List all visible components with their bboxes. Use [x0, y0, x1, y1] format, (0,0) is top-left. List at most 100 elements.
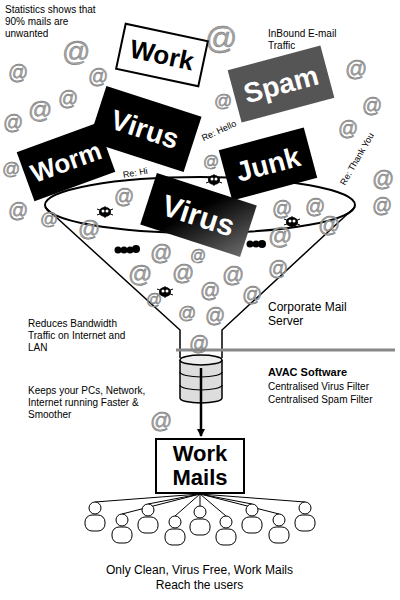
user-body: [269, 527, 289, 543]
caterpillar-head: [258, 240, 266, 248]
user-head: [116, 514, 128, 526]
at-symbol: @: [189, 333, 209, 353]
user-body: [85, 515, 105, 531]
at-symbol: @: [222, 264, 244, 286]
bug-body: [208, 175, 220, 185]
user-body: [216, 529, 236, 545]
at-symbol: @: [78, 218, 100, 240]
at-symbol: @: [128, 262, 152, 286]
caterpillar-segment: [115, 247, 122, 254]
note-text: Statistics shows that 90% mails are unwa…: [5, 4, 99, 40]
caption: Only Clean, Virus Free, Work Mails Reach…: [97, 563, 302, 593]
at-symbol: @: [214, 92, 232, 110]
mailbox: Work Mails: [155, 438, 245, 494]
at-symbol: @: [114, 186, 134, 206]
at-symbol: @: [268, 224, 292, 248]
mail-tag: Junk: [219, 127, 317, 200]
user-head: [273, 514, 285, 526]
at-symbol: @: [178, 304, 196, 322]
user-head: [169, 516, 181, 528]
user-body: [295, 515, 315, 531]
box-text: Spam: [240, 59, 322, 109]
at-symbol: @: [338, 118, 358, 138]
caterpillar-icon: [115, 245, 141, 254]
user-body: [242, 517, 262, 533]
bug-icon: [206, 174, 222, 186]
subject-line: Re: Hello: [200, 118, 238, 144]
at-symbol: @: [372, 195, 392, 215]
at-symbol: @: [205, 22, 237, 54]
bug-body: [99, 207, 111, 217]
at-symbol: @: [172, 262, 194, 284]
filter-label: Centralised Spam Filter: [268, 394, 372, 406]
bug-eye: [293, 220, 296, 223]
at-symbol: @: [242, 284, 262, 304]
user-body: [190, 519, 210, 535]
bug-legs: [206, 174, 222, 186]
bug-icon: [97, 206, 113, 218]
mail-tag: Worm: [17, 123, 116, 201]
server-label: Corporate Mail Server: [268, 300, 368, 328]
bug-legs: [97, 206, 113, 218]
at-symbol: @: [58, 88, 78, 108]
subject-line: Re: Hi: [122, 166, 149, 181]
at-symbol: @: [362, 95, 382, 115]
at-symbol: @: [28, 98, 52, 122]
box-text: Junk: [232, 141, 303, 188]
at-symbol: @: [272, 198, 292, 218]
at-symbol: @: [2, 160, 20, 178]
at-symbol: @: [200, 280, 220, 300]
user-head: [220, 516, 232, 528]
mail-tag: Work: [115, 23, 209, 88]
caterpillar-icon: [247, 240, 267, 248]
bug-eye: [106, 210, 109, 213]
at-symbol: @: [62, 38, 90, 66]
note-text: Reduces Bandwidth Traffic on Internet an…: [28, 318, 136, 354]
user-head: [299, 502, 311, 514]
box-text: Work: [127, 34, 196, 76]
filter-top: [180, 355, 222, 365]
bug-eye: [211, 178, 214, 181]
flow-arrow: [200, 368, 203, 436]
subject-line: Re: Thank You: [338, 131, 377, 188]
at-symbol: @: [345, 58, 367, 80]
at-symbol: @: [268, 258, 288, 278]
at-symbol: @: [146, 292, 162, 308]
at-symbol: @: [8, 62, 28, 82]
box-text: Worm: [27, 136, 106, 188]
user-head: [194, 506, 206, 518]
mail-tag: Spam: [228, 45, 335, 122]
user-body: [138, 517, 158, 533]
at-symbol: @: [305, 196, 325, 216]
box-text: Work Mails: [157, 442, 243, 490]
box-text: Virus: [157, 188, 238, 242]
user-head: [89, 502, 101, 514]
note-text: Keeps your PCs, Network, Internet runnin…: [28, 385, 148, 421]
at-symbol: @: [205, 305, 225, 325]
filter-label: Centralised Virus Filter: [268, 381, 369, 393]
at-symbol: @: [88, 66, 108, 86]
software-name: AVAC Software: [268, 366, 347, 379]
bug-eye: [102, 210, 105, 213]
at-symbol: @: [318, 214, 340, 236]
at-symbol: @: [150, 410, 172, 432]
at-symbol: @: [372, 168, 394, 190]
user-body: [112, 527, 132, 543]
bug-eye: [289, 220, 292, 223]
at-symbol: @: [150, 242, 172, 264]
caterpillar-segment: [247, 241, 254, 248]
bug-eye: [166, 290, 169, 293]
user-head: [246, 504, 258, 516]
user-body: [165, 529, 185, 545]
box-text: Virus: [107, 104, 183, 155]
bug-eye: [215, 178, 218, 181]
at-symbol: @: [8, 200, 28, 220]
at-symbol: @: [40, 210, 58, 228]
user-head: [142, 504, 154, 516]
caterpillar-head: [132, 245, 140, 253]
at-symbol: @: [3, 112, 23, 132]
caterpillar-segment: [121, 247, 128, 254]
at-symbol: @: [203, 154, 219, 170]
